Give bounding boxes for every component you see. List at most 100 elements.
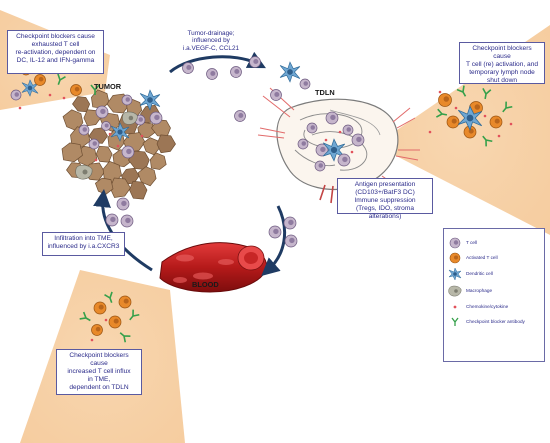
legend-label-activated-t-cell: Activated T cell bbox=[466, 255, 498, 260]
t-cell bbox=[351, 133, 365, 147]
macrophage bbox=[75, 164, 93, 180]
chemokine-dot bbox=[509, 122, 513, 126]
chemokine-dot bbox=[497, 134, 501, 138]
tumor-cell bbox=[129, 180, 148, 200]
t-cell bbox=[342, 124, 354, 136]
tumor-cell bbox=[137, 122, 155, 139]
t-cell bbox=[105, 213, 119, 227]
legend-label-antibody: Checkpoint blocker antibody bbox=[466, 319, 525, 324]
checkpoint-antibody bbox=[104, 291, 113, 303]
activated-t-cell bbox=[108, 315, 122, 329]
activated-t-cell bbox=[91, 324, 103, 336]
legend-chemokine-icon bbox=[453, 305, 457, 309]
note-antigen-presentation: Antigen presentation (CD103+/BatF3 DC) I… bbox=[337, 178, 433, 220]
tumor-cell bbox=[95, 145, 113, 163]
checkpoint-antibody bbox=[129, 309, 140, 321]
chemokine-dot bbox=[438, 90, 442, 94]
chemokine-dot bbox=[454, 106, 458, 110]
tumor-cell bbox=[156, 134, 176, 154]
legend-macrophage-icon bbox=[448, 285, 462, 297]
t-cell bbox=[325, 111, 339, 125]
t-cell bbox=[306, 122, 318, 134]
chemokine-dot bbox=[350, 150, 354, 154]
t-cell bbox=[95, 105, 109, 119]
chemokine-dot bbox=[108, 132, 112, 136]
dendritic-cell bbox=[139, 89, 161, 111]
blood-label: BLOOD bbox=[192, 280, 219, 289]
legend-label-t-cell: T cell bbox=[466, 240, 478, 245]
t-cell bbox=[284, 234, 298, 248]
legend-antibody-icon bbox=[451, 317, 459, 326]
tdln-label: TDLN bbox=[315, 88, 335, 97]
chemokine-dot bbox=[483, 114, 487, 118]
tumor-cell bbox=[94, 177, 114, 195]
t-cell bbox=[134, 114, 146, 126]
t-cell bbox=[297, 138, 309, 150]
tumor-mass bbox=[61, 89, 176, 200]
t-cell bbox=[234, 110, 246, 122]
cycle-arrows bbox=[93, 51, 287, 276]
note-lymph-node-shutdown: Checkpoint blockers cause T cell (re) ac… bbox=[459, 42, 545, 84]
macrophage bbox=[122, 111, 138, 125]
checkpoint-antibody bbox=[79, 311, 91, 322]
t-cell bbox=[78, 124, 90, 136]
t-cell bbox=[149, 111, 163, 125]
t-cell bbox=[120, 214, 134, 228]
checkpoint-antibody bbox=[502, 101, 513, 113]
chemokine-dot bbox=[94, 158, 98, 162]
tumor-cell bbox=[137, 166, 157, 187]
chemokine-dot bbox=[324, 138, 328, 142]
chemokine-dot bbox=[48, 93, 52, 97]
arrow-tdln-to-blood bbox=[261, 205, 287, 276]
legend-dendritic-cell-icon bbox=[448, 267, 462, 281]
t-cell bbox=[268, 225, 282, 239]
t-cell bbox=[206, 68, 218, 80]
activated-t-cell bbox=[70, 84, 82, 96]
chemokine-dot bbox=[338, 130, 342, 134]
checkpoint-antibody bbox=[456, 85, 467, 97]
note-tumor-drainage: Tumor-drainage; influenced by i.a.VEGF-C… bbox=[182, 30, 240, 52]
checkpoint-antibody bbox=[482, 87, 492, 100]
chemokine-dot bbox=[428, 130, 432, 134]
t-cell bbox=[337, 153, 351, 167]
note-infiltration: Infiltration into TME, influenced by i.a… bbox=[42, 232, 125, 256]
t-cell bbox=[299, 78, 311, 90]
t-cell bbox=[283, 216, 297, 230]
t-cell bbox=[101, 121, 111, 131]
lymph-node bbox=[276, 98, 399, 204]
t-cell bbox=[182, 62, 194, 74]
chemokine-dot bbox=[90, 338, 94, 342]
dendritic-cell bbox=[458, 105, 482, 131]
activated-t-cell bbox=[93, 301, 107, 315]
activated-t-cell bbox=[463, 125, 477, 139]
tumor-label: TUMOR bbox=[94, 82, 122, 91]
tumor-cell bbox=[149, 152, 167, 170]
t-cell bbox=[230, 66, 242, 78]
checkpoint-antibody bbox=[57, 73, 66, 85]
chemokine-dot bbox=[104, 318, 108, 322]
t-cell bbox=[315, 143, 329, 157]
activated-t-cell bbox=[489, 115, 503, 129]
activated-t-cell bbox=[34, 74, 46, 86]
t-cell bbox=[270, 89, 282, 101]
chemokine-dot bbox=[62, 96, 66, 100]
t-cell bbox=[10, 89, 22, 101]
t-cell bbox=[88, 138, 100, 150]
legend-symbols bbox=[448, 237, 462, 326]
checkpoint-antibody bbox=[90, 84, 100, 95]
checkpoint-antibody bbox=[482, 135, 493, 147]
note-exhausted-t-cell-reactivation: Checkpoint blockers cause exhausted T ce… bbox=[7, 30, 104, 74]
blood-vessel bbox=[159, 242, 267, 293]
tumor-cell bbox=[61, 142, 83, 163]
chemokine-dot bbox=[18, 106, 22, 110]
tumor-cell bbox=[142, 137, 160, 156]
dendritic-cell bbox=[110, 122, 130, 142]
checkpoint-antibody bbox=[435, 108, 448, 118]
legend-activated-t-cell-icon bbox=[449, 252, 461, 264]
t-cell bbox=[121, 145, 135, 159]
dendritic-cell bbox=[279, 61, 301, 83]
activated-t-cell bbox=[118, 295, 132, 309]
t-cell bbox=[314, 160, 326, 172]
legend: T cell Activated T cell Dendritic cell M… bbox=[443, 228, 545, 362]
t-cell bbox=[116, 197, 130, 211]
